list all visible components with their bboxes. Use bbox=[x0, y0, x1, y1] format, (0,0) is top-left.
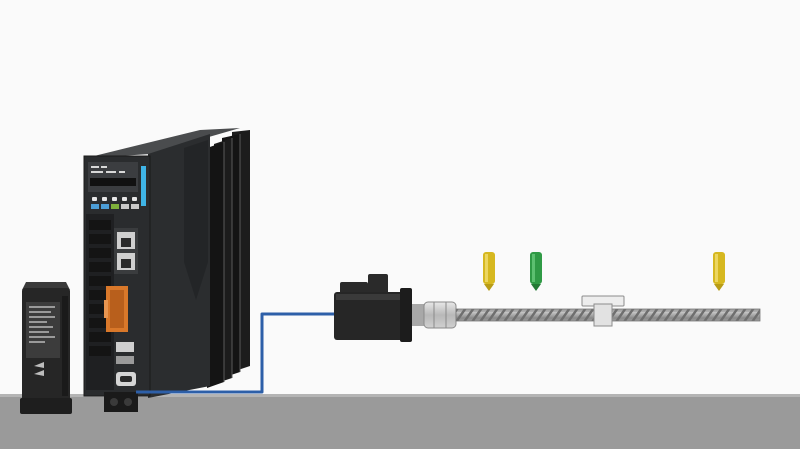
encoder-cable bbox=[136, 312, 338, 394]
servo-drive-icon bbox=[83, 128, 250, 412]
proximity-sensor-icon-origin bbox=[530, 252, 542, 291]
floor-edge bbox=[0, 394, 800, 397]
carriage-icon bbox=[581, 295, 625, 327]
coupling-icon bbox=[423, 301, 457, 329]
proximity-sensor-icon-right bbox=[713, 252, 725, 291]
servo-motor-icon bbox=[334, 274, 426, 342]
proximity-sensor-icon-left bbox=[483, 252, 495, 291]
battery-box-icon bbox=[20, 282, 72, 414]
